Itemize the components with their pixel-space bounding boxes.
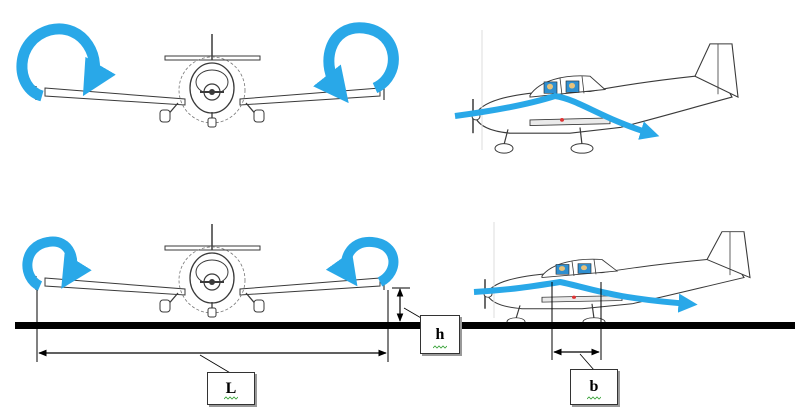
right-wingtip-vortex-small xyxy=(325,236,399,287)
spellcheck-squiggle xyxy=(433,345,447,349)
height-label-box: h xyxy=(420,315,460,354)
right-wingtip-vortex xyxy=(313,22,399,104)
front-view-ground-effect xyxy=(15,223,455,375)
side-view-ground-effect xyxy=(455,222,795,371)
downwash-flow-arrow xyxy=(454,92,660,140)
left-wingtip-vortex-small xyxy=(22,236,92,291)
ground-line-right xyxy=(455,322,795,329)
width-label-box: b xyxy=(570,369,618,405)
side-view-free-air xyxy=(454,30,739,154)
wingspan-label: L xyxy=(225,380,237,397)
ground-line-left xyxy=(15,322,455,329)
aircraft-side-view xyxy=(471,43,739,154)
left-wingtip-vortex xyxy=(16,23,116,102)
front-view-free-air xyxy=(16,22,399,128)
width-label: b xyxy=(589,378,599,395)
ground-flow-arrow xyxy=(473,278,698,313)
aircraft-front-view-ground xyxy=(35,223,385,318)
aircraft-side-view-ground xyxy=(483,230,751,327)
spellcheck-squiggle xyxy=(587,396,601,400)
spellcheck-squiggle xyxy=(224,396,238,400)
wingspan-label-box: L xyxy=(207,372,255,405)
height-label: h xyxy=(435,326,445,343)
